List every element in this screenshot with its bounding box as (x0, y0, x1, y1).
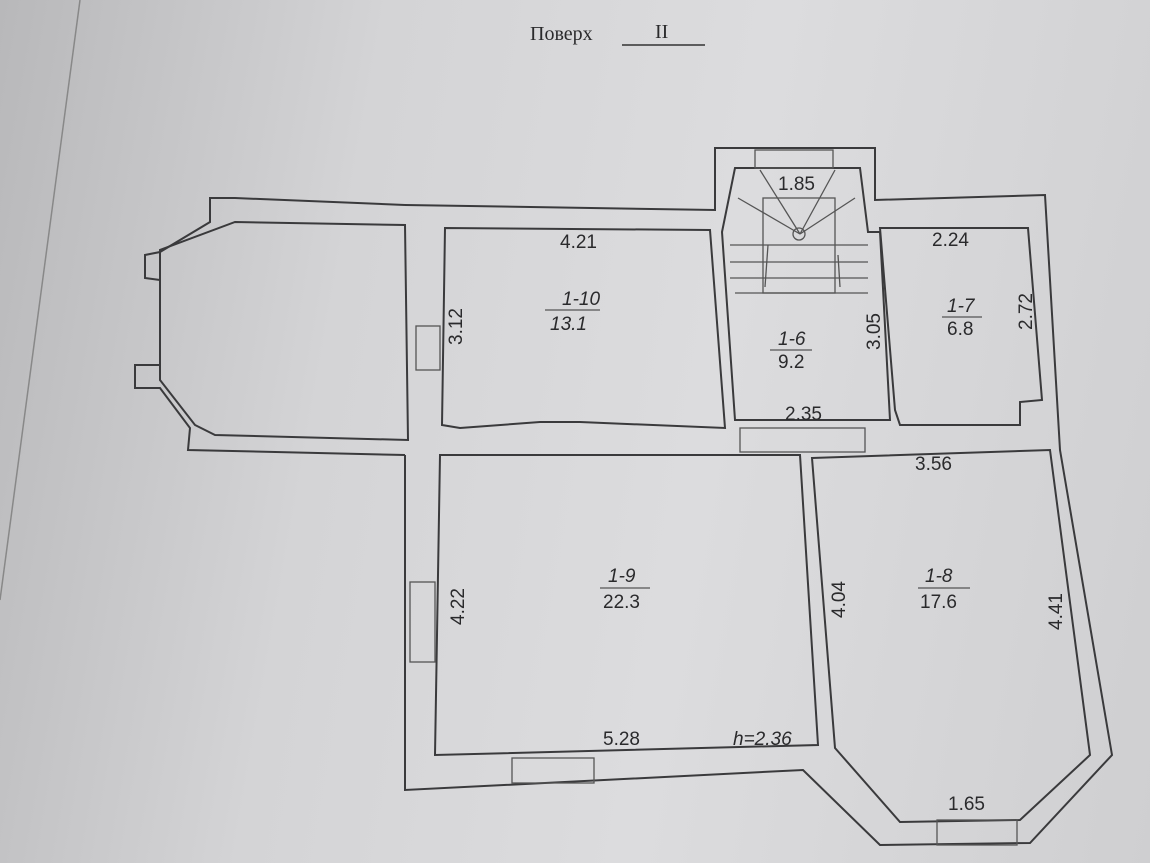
window (409, 581, 436, 663)
up-arrow-icon (764, 244, 769, 288)
page-edge-line (0, 0, 81, 601)
doorway (739, 427, 866, 453)
dim-r18-right: 4.41 (1046, 593, 1067, 630)
dim-r17-depth: 2.72 (1016, 293, 1037, 330)
room-1-10: 1-10 13.1 (545, 289, 600, 335)
dim-r19-width: 5.28 (603, 729, 640, 750)
room-1-9: 1-9 22.3 (600, 566, 650, 613)
room-area: 13.1 (550, 314, 587, 335)
room-area: 6.8 (947, 319, 973, 340)
room-1-8: 1-8 17.6 (918, 566, 970, 613)
dim-r16-depth: 3.05 (864, 313, 885, 350)
dim-r19-depth: 4.22 (448, 588, 469, 625)
room-1-8-wall (810, 448, 1092, 824)
ceiling-height: h=2.36 (733, 729, 792, 750)
room-1-6-wall (720, 167, 892, 421)
dim-bay-width: 1.65 (948, 794, 985, 815)
dim-r16-width: 2.35 (785, 404, 822, 425)
dim-r110-width: 4.21 (560, 232, 597, 253)
west-room-wall (159, 220, 410, 442)
dim-r18-width: 3.56 (915, 454, 952, 475)
room-1-7: 1-7 6.8 (942, 296, 982, 340)
room-1-9-wall (433, 454, 820, 757)
down-arrow-icon (837, 254, 841, 288)
room-area: 22.3 (603, 592, 640, 613)
room-area: 9.2 (778, 352, 804, 373)
window (415, 325, 441, 371)
room-area: 17.6 (920, 592, 957, 613)
floor-number: II (655, 21, 668, 43)
window (511, 757, 595, 784)
room-1-10-wall (440, 226, 727, 430)
floor-label: Поверх (530, 23, 593, 45)
room-id: 1-6 (778, 329, 806, 350)
window (936, 819, 1018, 846)
room-id: 1-7 (947, 296, 976, 317)
room-id: 1-10 (562, 289, 600, 310)
dim-r17-width: 2.24 (932, 230, 969, 251)
dim-stair-width: 1.85 (778, 174, 815, 195)
room-id: 1-8 (925, 566, 953, 587)
room-1-7-wall (878, 227, 1044, 426)
outer-wall (404, 147, 1114, 847)
staircase (730, 149, 868, 294)
room-id: 1-9 (608, 566, 636, 587)
room-1-6: 1-6 9.2 (770, 329, 812, 373)
dim-r18-left: 4.04 (829, 581, 850, 618)
west-wing-wall (134, 197, 406, 456)
dim-r110-depth: 3.12 (446, 308, 467, 345)
